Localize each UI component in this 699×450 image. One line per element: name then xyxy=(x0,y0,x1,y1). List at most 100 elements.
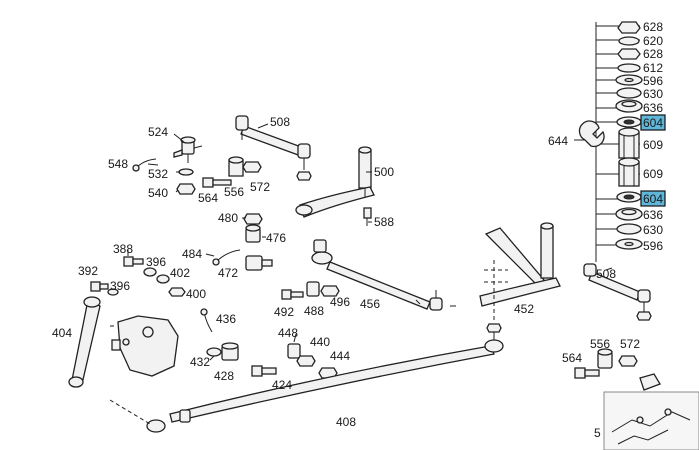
washer-596 xyxy=(615,74,643,86)
part-stack-column xyxy=(595,21,643,262)
label-424: 424 xyxy=(272,378,292,392)
bushing-556 xyxy=(228,156,244,177)
bearing-636 xyxy=(615,99,643,113)
bushing-609 xyxy=(618,127,640,159)
label-452: 452 xyxy=(514,302,534,316)
bushing-428 xyxy=(221,342,239,361)
label-440: 440 xyxy=(310,335,330,349)
label-476: 476 xyxy=(266,231,286,245)
nut-572 xyxy=(242,161,262,173)
bearing-604 xyxy=(616,116,642,128)
label-636: 636 xyxy=(643,101,663,115)
cotter-pin-484 xyxy=(212,249,241,266)
label-630: 630 xyxy=(643,87,663,101)
cotter-pin-548 xyxy=(132,158,157,172)
bearing-604-lower xyxy=(616,191,642,203)
label-432: 432 xyxy=(190,355,210,369)
label-564: 564 xyxy=(562,351,582,365)
bolt-564-lower xyxy=(574,367,600,379)
washer-612 xyxy=(617,63,641,73)
bearing-636-lower xyxy=(615,207,643,221)
bolt-388 xyxy=(123,256,144,267)
label-532: 532 xyxy=(148,167,168,181)
label-588: 588 xyxy=(374,215,394,229)
label-444: 444 xyxy=(330,349,350,363)
washer-396 xyxy=(143,267,157,277)
label-456: 456 xyxy=(360,297,380,311)
label-436: 436 xyxy=(216,312,236,326)
label-496: 496 xyxy=(330,295,350,309)
leader-lines xyxy=(110,123,613,361)
label-402: 402 xyxy=(170,266,190,280)
grease-fitting-588 xyxy=(363,207,372,226)
label-540: 540 xyxy=(148,186,168,200)
callout-labels: 628 620 628 612 596 630 636 604 644 609 … xyxy=(52,20,666,440)
label-636: 636 xyxy=(643,208,663,222)
label-484: 484 xyxy=(182,247,202,261)
bushing-448 xyxy=(287,343,301,359)
label-572: 572 xyxy=(620,337,640,351)
nut-496 xyxy=(320,285,340,297)
label-400: 400 xyxy=(186,287,206,301)
washer-402 xyxy=(156,274,170,284)
label-448: 448 xyxy=(278,326,298,340)
label-596: 596 xyxy=(643,74,663,88)
label-480: 480 xyxy=(218,211,238,225)
label-508: 508 xyxy=(596,267,616,281)
castle-nut-540 xyxy=(176,183,196,195)
wrench-tool-644 xyxy=(574,120,605,148)
label-564: 564 xyxy=(198,191,218,205)
tie-rod-456 xyxy=(311,239,443,311)
seal-630 xyxy=(616,87,642,99)
label-628: 628 xyxy=(643,47,663,61)
highlight-box-604 xyxy=(640,114,666,131)
idler-arm-452 xyxy=(479,222,561,320)
label-488: 488 xyxy=(304,304,324,318)
label-548: 548 xyxy=(108,157,128,171)
idler-arm-500 xyxy=(295,146,375,218)
steering-gearbox xyxy=(111,315,179,377)
label-492: 492 xyxy=(274,305,294,319)
pitman-arm-404 xyxy=(68,296,101,388)
ball-joint-472 xyxy=(245,255,273,271)
label-508: 508 xyxy=(270,115,290,129)
label-628: 628 xyxy=(643,20,663,34)
tie-rod-end-524 xyxy=(173,136,203,163)
washer-596-lower xyxy=(615,238,643,250)
label-604: 604 xyxy=(643,116,663,130)
nut-480 xyxy=(243,213,263,225)
label-408: 408 xyxy=(336,415,356,429)
bolt-492 xyxy=(281,289,304,300)
highlight-box-604 xyxy=(640,190,666,207)
label-556: 556 xyxy=(224,185,244,199)
drag-link-508 xyxy=(235,115,312,181)
label-609: 609 xyxy=(643,138,663,152)
bushing-556-lower xyxy=(597,348,613,369)
washer-396b xyxy=(107,288,119,296)
label-644: 644 xyxy=(548,134,568,148)
label-630: 630 xyxy=(643,223,663,237)
nut-400 xyxy=(168,287,186,297)
bushing-476 xyxy=(245,224,261,243)
label-596: 596 xyxy=(643,239,663,253)
label-392: 392 xyxy=(78,264,98,278)
label-404: 404 xyxy=(52,326,72,340)
label-5: 5 xyxy=(594,426,601,440)
bushing-488 xyxy=(306,281,320,297)
label-428: 428 xyxy=(214,369,234,383)
label-472: 472 xyxy=(218,266,238,280)
bolt-424 xyxy=(251,365,277,377)
center-link-408 xyxy=(109,323,504,433)
bolt-564 xyxy=(202,177,232,188)
nut-628 xyxy=(617,48,641,60)
cotter-pin-436 xyxy=(200,308,213,333)
inset-thumbnail xyxy=(603,391,699,450)
tie-rod-end-508-right xyxy=(583,263,652,321)
castle-nut-628 xyxy=(617,21,641,34)
seal-630-lower xyxy=(616,223,642,235)
label-396: 396 xyxy=(146,255,166,269)
lock-washer-620 xyxy=(618,36,640,46)
label-524: 524 xyxy=(148,125,168,139)
label-556: 556 xyxy=(590,337,610,351)
